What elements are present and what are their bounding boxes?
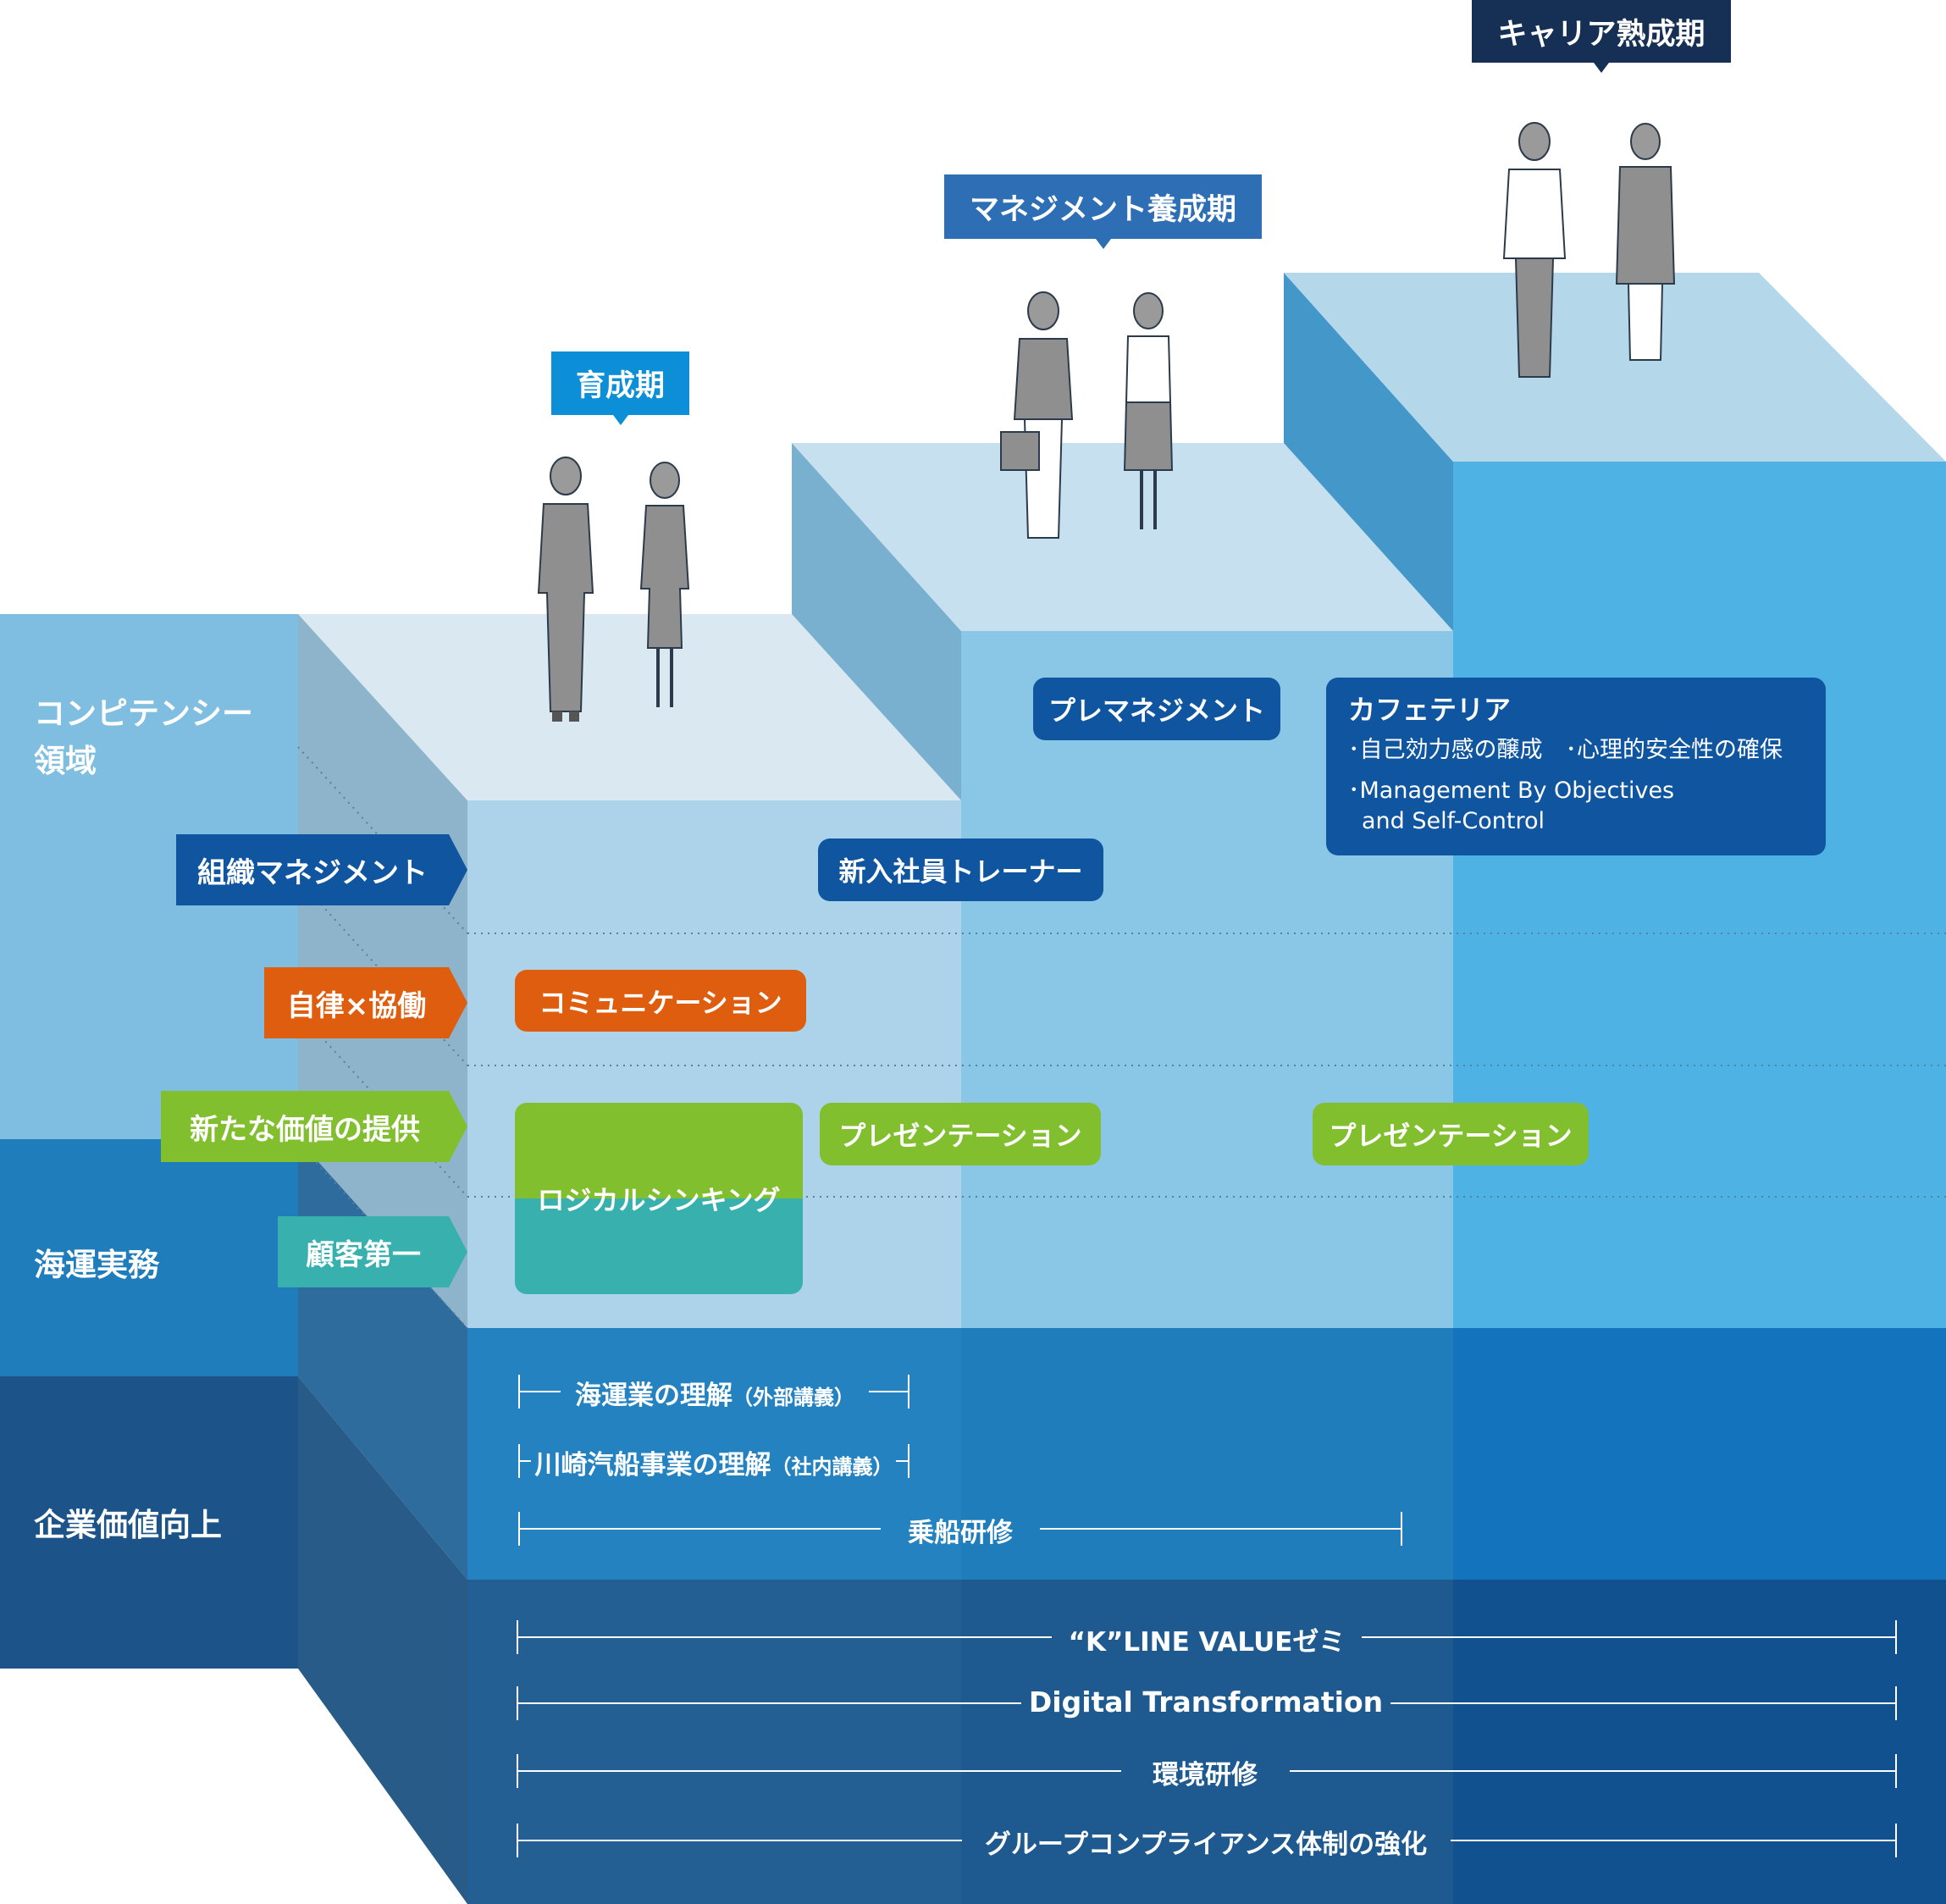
section-shipping: 海運実務	[34, 1247, 159, 1283]
corporate-band-1	[467, 1580, 961, 1904]
person-icon	[1123, 292, 1174, 529]
bar-label-shipping-industry-note: （外部講義）	[733, 1386, 854, 1409]
bar-dx	[517, 1686, 1897, 1720]
person-icon	[1502, 122, 1567, 378]
bar-label-kawasaki-business-main: 川崎汽船事業の理解	[534, 1450, 771, 1481]
category-org-management: 組織マネジメント	[176, 834, 467, 905]
shipping-column	[0, 1139, 298, 1376]
corporate-column	[0, 1376, 298, 1669]
cafeteria-line3: and Self-Control	[1362, 808, 1545, 834]
cafeteria-line1: ･自己効力感の醸成 ･心理的安全性の確保	[1348, 737, 1783, 763]
corporate-band-3	[1453, 1580, 1946, 1904]
person-icon	[537, 457, 594, 722]
phase-label-maturity: キャリア熟成期	[1472, 0, 1731, 73]
program-logical-thinking: ロジカルシンキング	[537, 1184, 781, 1216]
bar-label-dx: Digital Transformation	[1028, 1685, 1384, 1719]
section-corporate: 企業価値向上	[34, 1507, 222, 1543]
bar-environment	[517, 1754, 1897, 1788]
step1-top	[298, 614, 961, 800]
bar-label-shipping-industry: 海運業の理解（外部講義）	[575, 1374, 854, 1412]
step1-side-bot	[298, 1376, 467, 1904]
cafeteria-line2: ･Management By Objectives	[1348, 778, 1675, 804]
category-new-value: 新たな価値の提供	[161, 1091, 467, 1162]
bar-kawasaki-business	[518, 1444, 909, 1478]
program-presentation-1: プレゼンテーション	[820, 1103, 1101, 1165]
step2-top	[792, 443, 1453, 631]
program-logical-thinking-box	[515, 1103, 803, 1294]
cafeteria-title: カフェテリア	[1348, 694, 1512, 726]
shipping-band-2	[961, 1328, 1453, 1580]
person-icon	[1615, 123, 1676, 361]
section-competency: コンピテンシー 領域	[34, 695, 253, 779]
bar-compliance	[517, 1824, 1897, 1857]
program-pre-management: プレマネジメント	[1033, 678, 1280, 740]
program-new-trainer: 新入社員トレーナー	[818, 839, 1103, 901]
person-icon	[639, 462, 690, 707]
shipping-band-1	[467, 1328, 961, 1580]
bar-shipping-industry	[518, 1375, 909, 1409]
category-customer: 顧客第一	[278, 1216, 467, 1287]
bar-onboard	[518, 1512, 1402, 1546]
program-communication: コミュニケーション	[515, 970, 806, 1032]
category-autonomy: 自律×協働	[264, 967, 467, 1038]
step3-top	[1284, 273, 1946, 462]
bar-label-environment: 環境研修	[1153, 1760, 1258, 1791]
phase-label-management: マネジメント養成期	[944, 174, 1262, 249]
bar-label-compliance: グループコンプライアンス体制の強化	[984, 1829, 1428, 1860]
shipping-band-3	[1453, 1328, 1946, 1580]
program-cafeteria: カフェテリア ･自己効力感の醸成 ･心理的安全性の確保 ･Management …	[1326, 678, 1826, 855]
step3-side	[1284, 273, 1453, 631]
person-icon	[1000, 291, 1074, 539]
bar-label-kline-value: “K”LINE VALUEゼミ	[1068, 1627, 1346, 1658]
bar-label-shipping-industry-main: 海運業の理解	[575, 1381, 733, 1411]
bar-label-kawasaki-business-note: （社内講義）	[771, 1455, 893, 1479]
dotted-guides	[297, 746, 1946, 1329]
people-growth	[537, 457, 690, 722]
phase-label-growth: 育成期	[551, 351, 689, 425]
program-presentation-2: プレゼンテーション	[1313, 1103, 1589, 1165]
corporate-band-2	[961, 1580, 1453, 1904]
step2-side	[792, 443, 961, 800]
bar-label-onboard: 乗船研修	[908, 1518, 1013, 1548]
people-management	[1000, 291, 1174, 539]
bar-label-kawasaki-business: 川崎汽船事業の理解（社内講義）	[535, 1443, 893, 1481]
step3-front	[1453, 462, 1946, 1328]
bar-kline-value	[517, 1620, 1897, 1654]
range-bars	[517, 1375, 1897, 1857]
people-maturity	[1502, 122, 1676, 378]
